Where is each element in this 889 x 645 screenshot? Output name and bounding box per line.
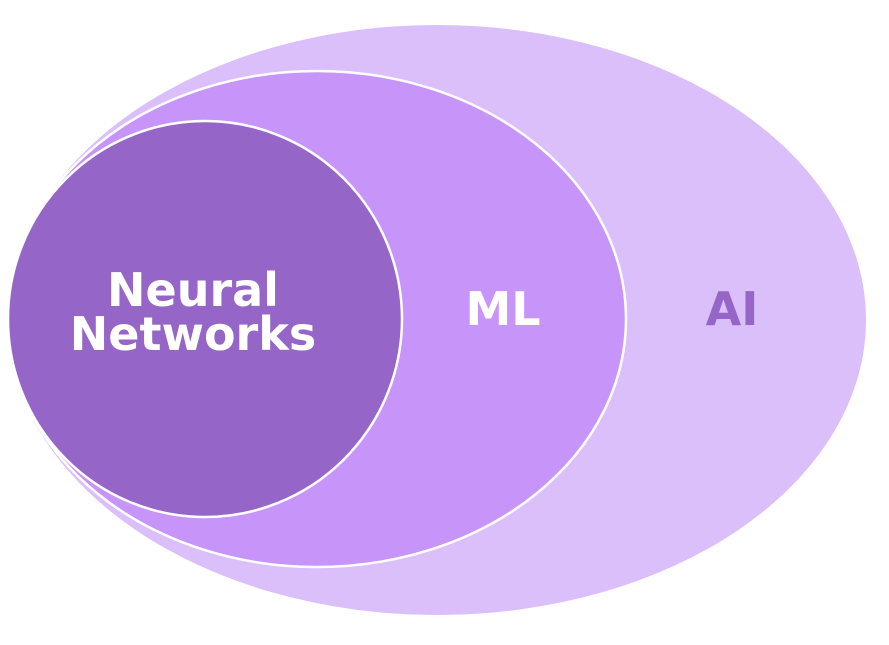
ml-label: ML bbox=[465, 282, 540, 336]
ai-label: AI bbox=[706, 282, 759, 336]
neural-networks-set-ellipse bbox=[6, 119, 404, 519]
neural-networks-label-line-1: Neural bbox=[107, 263, 279, 317]
neural-networks-label-line-2: Networks bbox=[70, 307, 316, 361]
